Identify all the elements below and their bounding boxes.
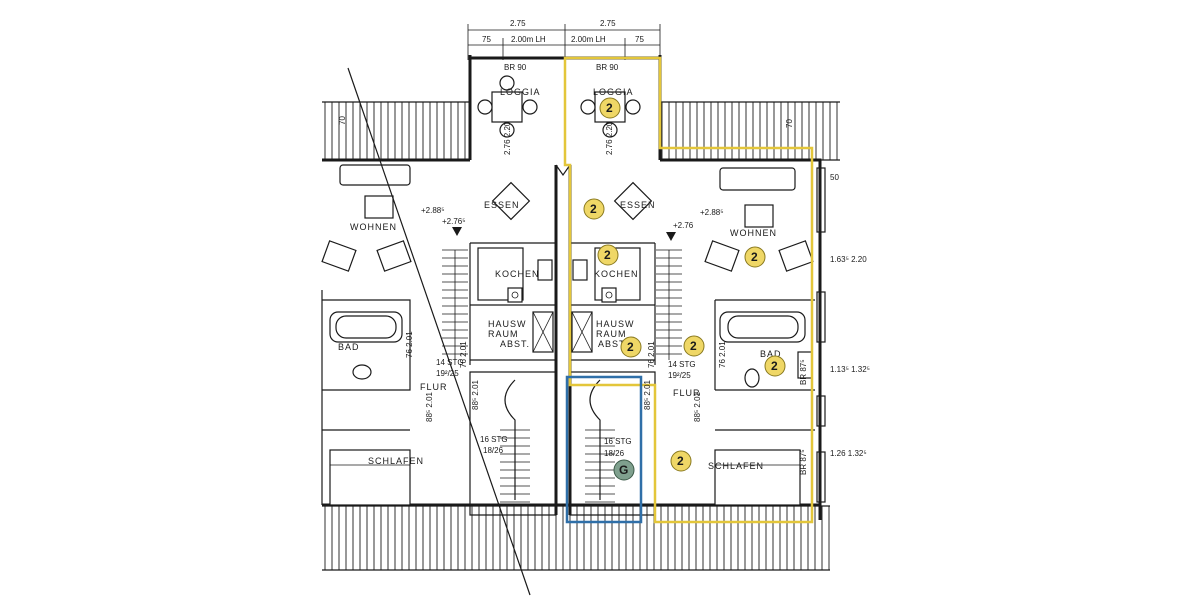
svg-text:2: 2 (590, 202, 597, 216)
dim-right-126: 1.26 1.32⁵ (830, 449, 867, 458)
svg-text:2: 2 (606, 101, 613, 115)
dim-loggia-height-right: 2.76 2.20 (605, 121, 614, 155)
level-markers (452, 227, 676, 241)
stair-upper-left-ratio: 19²/25 (436, 369, 459, 378)
label-bad-left: BAD (338, 342, 360, 352)
svg-text:G: G (619, 463, 628, 477)
dim-bad-door-right: 76 2.01 (718, 341, 727, 368)
badge-schlafen: 2 (670, 450, 692, 472)
badge-bad: 2 (764, 355, 786, 377)
badge-essen: 2 (583, 198, 605, 220)
label-hausw-right: HAUSW (596, 319, 635, 329)
top-dimension-chain: 2.75 2.75 75 2.00m LH 2.00m LH 75 (467, 19, 661, 60)
dim-flur-side-right: 88⁵ 2.01 (693, 391, 702, 422)
svg-text:2: 2 (604, 248, 611, 262)
stair-lower-left-ratio: 18/26 (483, 446, 504, 455)
badges: 2 2 2 2 2 2 2 2 (583, 97, 786, 481)
label-raum-left: RAUM (488, 329, 519, 339)
label-flur-left: FLUR (420, 382, 448, 392)
label-schlafen-left: SCHLAFEN (368, 456, 424, 466)
stairs-upper (442, 249, 682, 360)
dim-hausw-door-right: 76 2.01 (647, 341, 656, 368)
label-raum-right: RAUM (596, 329, 627, 339)
label-hausw-left: HAUSW (488, 319, 527, 329)
dim-top-total-left: 2.75 (510, 19, 526, 28)
label-abst-right: ABST. (598, 339, 628, 349)
level-marker-right (666, 232, 676, 241)
label-wohnen-right: WOHNEN (730, 228, 777, 238)
dim-br90-right: BR 90 (596, 63, 619, 72)
svg-text:2: 2 (677, 454, 684, 468)
interior-walls (322, 242, 815, 516)
dim-right-113: 1.13⁵ 1.32⁵ (830, 365, 870, 374)
dim-br875-upper: BR 87⁵ (799, 359, 808, 385)
stair-lower-right-ratio: 18/26 (604, 449, 625, 458)
label-abst-left: ABST. (500, 339, 530, 349)
svg-text:2: 2 (751, 250, 758, 264)
shafts (532, 311, 593, 353)
label-loggia-right: LOGGIA (593, 87, 634, 97)
stair-upper-right-ratio: 19²/25 (668, 371, 691, 380)
stair-lower-right-steps: 16 STG (604, 437, 632, 446)
unit-outline (563, 56, 814, 524)
dim-br875-lower: BR 87⁵ (799, 449, 808, 475)
label-wohnen-left: WOHNEN (350, 222, 397, 232)
badge-abst: 2 (620, 336, 642, 358)
badge-wohnen: 2 (744, 246, 766, 268)
dim-top-seg-1: 75 (482, 35, 491, 44)
label-schlafen-right: SCHLAFEN (708, 461, 764, 471)
stair-lower-left-steps: 16 STG (480, 435, 508, 444)
level-marker-left (452, 227, 462, 236)
room-labels: LOGGIA LOGGIA ESSEN ESSEN WOHNEN WOHNEN … (338, 87, 782, 471)
svg-text:2: 2 (690, 339, 697, 353)
dim-top-total-right: 2.75 (600, 19, 616, 28)
windows-right (816, 167, 826, 503)
stair-outline (565, 375, 643, 524)
section-line (347, 67, 531, 596)
furniture (321, 75, 814, 506)
stair-upper-right-steps: 14 STG (668, 360, 696, 369)
dim-top-seg-4: 75 (635, 35, 644, 44)
label-essen-right: ESSEN (620, 200, 656, 210)
level-276-left: +2.76⁵ (442, 217, 466, 226)
label-kochen-left: KOCHEN (495, 269, 540, 279)
dim-loggia-height-left: 2.76 2.20 (503, 121, 512, 155)
label-bad-right: BAD (760, 349, 782, 359)
dim-hausw-door-left: 76 2.01 (459, 341, 468, 368)
dim-top-seg-2: 2.00m LH (511, 35, 546, 44)
dim-br90-left: BR 90 (504, 63, 527, 72)
badge-loggia: 2 (599, 97, 621, 119)
level-288-left: +2.88⁵ (421, 206, 445, 215)
stair-labels: 14 STG 19²/25 14 STG 19²/25 16 STG 18/26… (436, 358, 696, 458)
dim-side-70-right: 70 (785, 119, 794, 128)
label-loggia-left: LOGGIA (500, 87, 541, 97)
label-kochen-right: KOCHEN (594, 269, 639, 279)
dimension-annotations: BR 90 BR 90 2.76 2.20 2.76 2.20 70 70 50… (338, 63, 870, 475)
dim-side-70-left: 70 (338, 116, 347, 125)
badge-kochen: 2 (597, 244, 619, 266)
level-276-right: +2.76 (673, 221, 694, 230)
dim-top-seg-3: 2.00m LH (571, 35, 606, 44)
label-essen-left: ESSEN (484, 200, 520, 210)
dim-right-163: 1.63⁵ 2.20 (830, 255, 867, 264)
label-flur-right: FLUR (673, 388, 701, 398)
dim-right-50: 50 (830, 173, 839, 182)
badge-stair-g: G (613, 459, 635, 481)
dim-flur-door-left: 88⁵ 2.01 (471, 379, 480, 410)
stair-upper-left-steps: 14 STG (436, 358, 464, 367)
dim-flur-side-left: 88⁵ 2.01 (425, 391, 434, 422)
dim-flur-door-right: 88⁵ 2.01 (643, 379, 652, 410)
level-288-right: +2.88⁵ (700, 208, 724, 217)
dim-bad-door-left: 76 2.01 (405, 331, 414, 358)
badge-flur-top: 2 (683, 335, 705, 357)
svg-text:2: 2 (771, 359, 778, 373)
svg-text:2: 2 (627, 340, 634, 354)
